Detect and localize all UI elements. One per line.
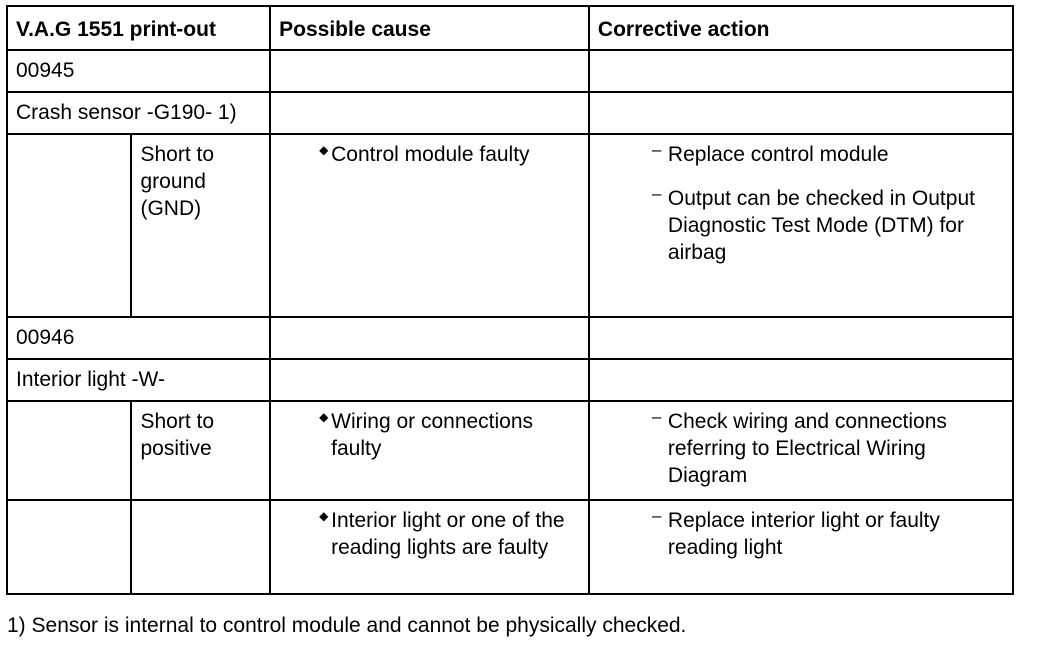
possible-cause: ◆ Wiring or connections faulty: [269, 400, 590, 501]
table-row: 00946: [5, 316, 1015, 360]
fault-code: 00946: [5, 316, 272, 360]
empty-cell: [269, 316, 590, 360]
cause-text: Wiring or connections faulty: [331, 410, 534, 460]
empty-cell: [269, 91, 590, 135]
action-item: – Replace control module: [652, 140, 1004, 168]
possible-cause: ◆ Interior light or one of the reading l…: [269, 499, 590, 595]
action-item: – Output can be checked in Output Diagno…: [652, 184, 1004, 266]
action-text: Replace control module: [667, 143, 889, 166]
action-text: Check wiring and connections referring t…: [667, 410, 947, 487]
empty-cell: [587, 358, 1015, 402]
empty-cell: [587, 316, 1015, 360]
corrective-action: – Check wiring and connections referring…: [587, 400, 1015, 501]
dash-icon: –: [651, 506, 662, 525]
header-row: V.A.G 1551 print-out Possible cause Corr…: [5, 5, 1015, 51]
footnote: 1) Sensor is internal to control module …: [7, 614, 687, 637]
cause-text: Interior light or one of the reading lig…: [331, 509, 565, 559]
empty-cell: [269, 358, 590, 402]
bullet-icon: ◆: [319, 509, 329, 523]
table-row: Short to ground (GND) ◆ Control module f…: [5, 133, 1015, 318]
action-item: – Replace interior light or faulty readi…: [652, 506, 1004, 561]
bullet-icon: ◆: [319, 410, 329, 424]
action-text: Output can be checked in Output Diagnost…: [667, 187, 975, 264]
cause-text: Control module faulty: [331, 143, 530, 166]
empty-cell: [269, 49, 590, 93]
empty-cell: [587, 91, 1015, 135]
corrective-action: – Replace interior light or faulty readi…: [587, 499, 1015, 595]
dash-icon: –: [651, 184, 662, 203]
fault-type: Short to positive: [130, 400, 272, 501]
header-corrective-action: Corrective action: [587, 5, 1015, 51]
dash-icon: –: [651, 140, 662, 159]
bullet-icon: ◆: [319, 143, 329, 157]
action-item: – Check wiring and connections referring…: [652, 407, 1004, 489]
table-row: 00945: [5, 49, 1015, 93]
table-row: ◆ Interior light or one of the reading l…: [5, 499, 1015, 595]
fault-type: [130, 499, 272, 595]
header-possible-cause: Possible cause: [269, 5, 590, 51]
action-text: Replace interior light or faulty reading…: [667, 509, 940, 559]
table-row: Short to positive ◆ Wiring or connection…: [5, 400, 1015, 501]
table-row: Crash sensor -G190- 1): [5, 91, 1015, 135]
empty-cell: [5, 133, 133, 318]
empty-cell: [5, 400, 133, 501]
empty-cell: [587, 49, 1015, 93]
diagnostic-table: V.A.G 1551 print-out Possible cause Corr…: [5, 5, 1015, 595]
possible-cause: ◆ Control module faulty: [269, 133, 590, 318]
empty-cell: [5, 499, 133, 595]
component-name: Interior light -W-: [5, 358, 272, 402]
fault-type: Short to ground (GND): [130, 133, 272, 318]
component-name: Crash sensor -G190- 1): [5, 91, 272, 135]
corrective-action: – Replace control module – Output can be…: [587, 133, 1015, 318]
fault-code: 00945: [5, 49, 272, 93]
header-printout: V.A.G 1551 print-out: [5, 5, 272, 51]
dash-icon: –: [651, 407, 662, 426]
table-row: Interior light -W-: [5, 358, 1015, 402]
